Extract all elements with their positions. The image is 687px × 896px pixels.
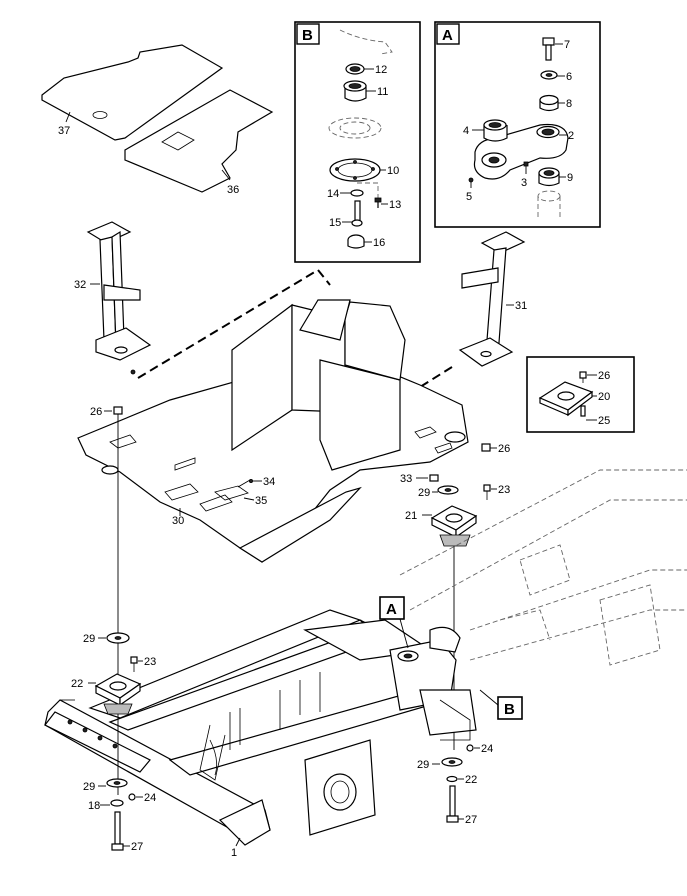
callout-24-left: 24 (144, 792, 156, 804)
ghost-chassis-rails (399, 469, 687, 666)
callout-27-right: 27 (465, 814, 477, 826)
mount-stack-left: 29 23 22 (71, 428, 156, 795)
callout-18: 18 (88, 800, 100, 812)
callout-29-left: 29 (83, 633, 95, 645)
cab-floor-30: 34 35 30 (77, 299, 469, 563)
callout-35: 35 (255, 495, 267, 507)
detail-box-b: B (294, 21, 421, 263)
detail-box-b-callouts: 12 11 10 14 13 15 16 (327, 64, 401, 249)
callout-22-left: 22 (71, 678, 83, 690)
callout-33: 33 (400, 473, 412, 485)
callout-5: 5 (466, 191, 472, 203)
callout-15: 15 (329, 217, 341, 229)
callout-29-lower-left: 29 (83, 781, 95, 793)
bolt-26-right: 26 (481, 443, 510, 455)
callout-21: 21 (405, 510, 417, 522)
callout-10: 10 (387, 165, 399, 177)
mount-stack-right: 33 29 23 21 (400, 473, 510, 750)
callout-6: 6 (566, 71, 572, 83)
callout-16: 16 (373, 237, 385, 249)
callout-34: 34 (263, 476, 275, 488)
callout-24-right: 24 (481, 743, 493, 755)
mat-callouts: 37 36 (58, 111, 239, 196)
chassis-frame-1: 1 (44, 609, 477, 859)
callout-37: 37 (58, 125, 70, 137)
callout-7: 7 (564, 39, 570, 51)
mount-detail-box: 26 20 25 (526, 356, 635, 433)
callout-36: 36 (227, 184, 239, 196)
support-leg-32: 32 (74, 221, 152, 375)
callout-9: 9 (567, 172, 573, 184)
detail-box-a-callouts: 7 6 8 4 2 3 9 5 (463, 39, 574, 203)
callout-29-upper: 29 (418, 487, 430, 499)
callout-32: 32 (74, 279, 86, 291)
callout-26-detail: 26 (598, 370, 610, 382)
floor-mat-36 (124, 89, 274, 193)
callout-26-right: 26 (498, 443, 510, 455)
bolt-26-left: 26 (90, 406, 123, 428)
detail-box-b-label: B (302, 27, 313, 44)
callout-27-left: 27 (131, 841, 143, 853)
callout-11: 11 (377, 86, 388, 98)
callout-29-lower-right: 29 (417, 759, 429, 771)
callout-30: 30 (172, 515, 184, 527)
callout-3: 3 (521, 177, 527, 189)
callout-26-left: 26 (90, 406, 102, 418)
callout-1: 1 (231, 847, 237, 859)
view-marker-b-label: B (504, 701, 515, 718)
callout-8: 8 (566, 98, 572, 110)
mount-stack-left-lower: 29 18 24 27 (83, 778, 156, 853)
callout-23-upper: 23 (498, 484, 510, 496)
callout-2: 2 (568, 130, 574, 142)
callout-14: 14 (327, 188, 339, 200)
view-marker-a: A (379, 596, 409, 649)
callout-12: 12 (375, 64, 387, 76)
callout-20: 20 (598, 391, 610, 403)
callout-13: 13 (389, 199, 401, 211)
callout-25: 25 (598, 415, 610, 427)
support-leg-31: 31 (458, 231, 527, 367)
mount-stack-right-lower: 24 29 22 27 (417, 743, 493, 826)
view-marker-a-label: A (386, 601, 397, 618)
callout-23-left: 23 (144, 656, 156, 668)
view-marker-b: B (479, 689, 523, 720)
callout-22-right: 22 (465, 774, 477, 786)
detail-box-a: A (434, 21, 601, 228)
callout-31: 31 (515, 300, 527, 312)
floor-mat-37 (41, 44, 224, 141)
callout-4: 4 (463, 125, 469, 137)
detail-box-a-label: A (442, 27, 453, 44)
